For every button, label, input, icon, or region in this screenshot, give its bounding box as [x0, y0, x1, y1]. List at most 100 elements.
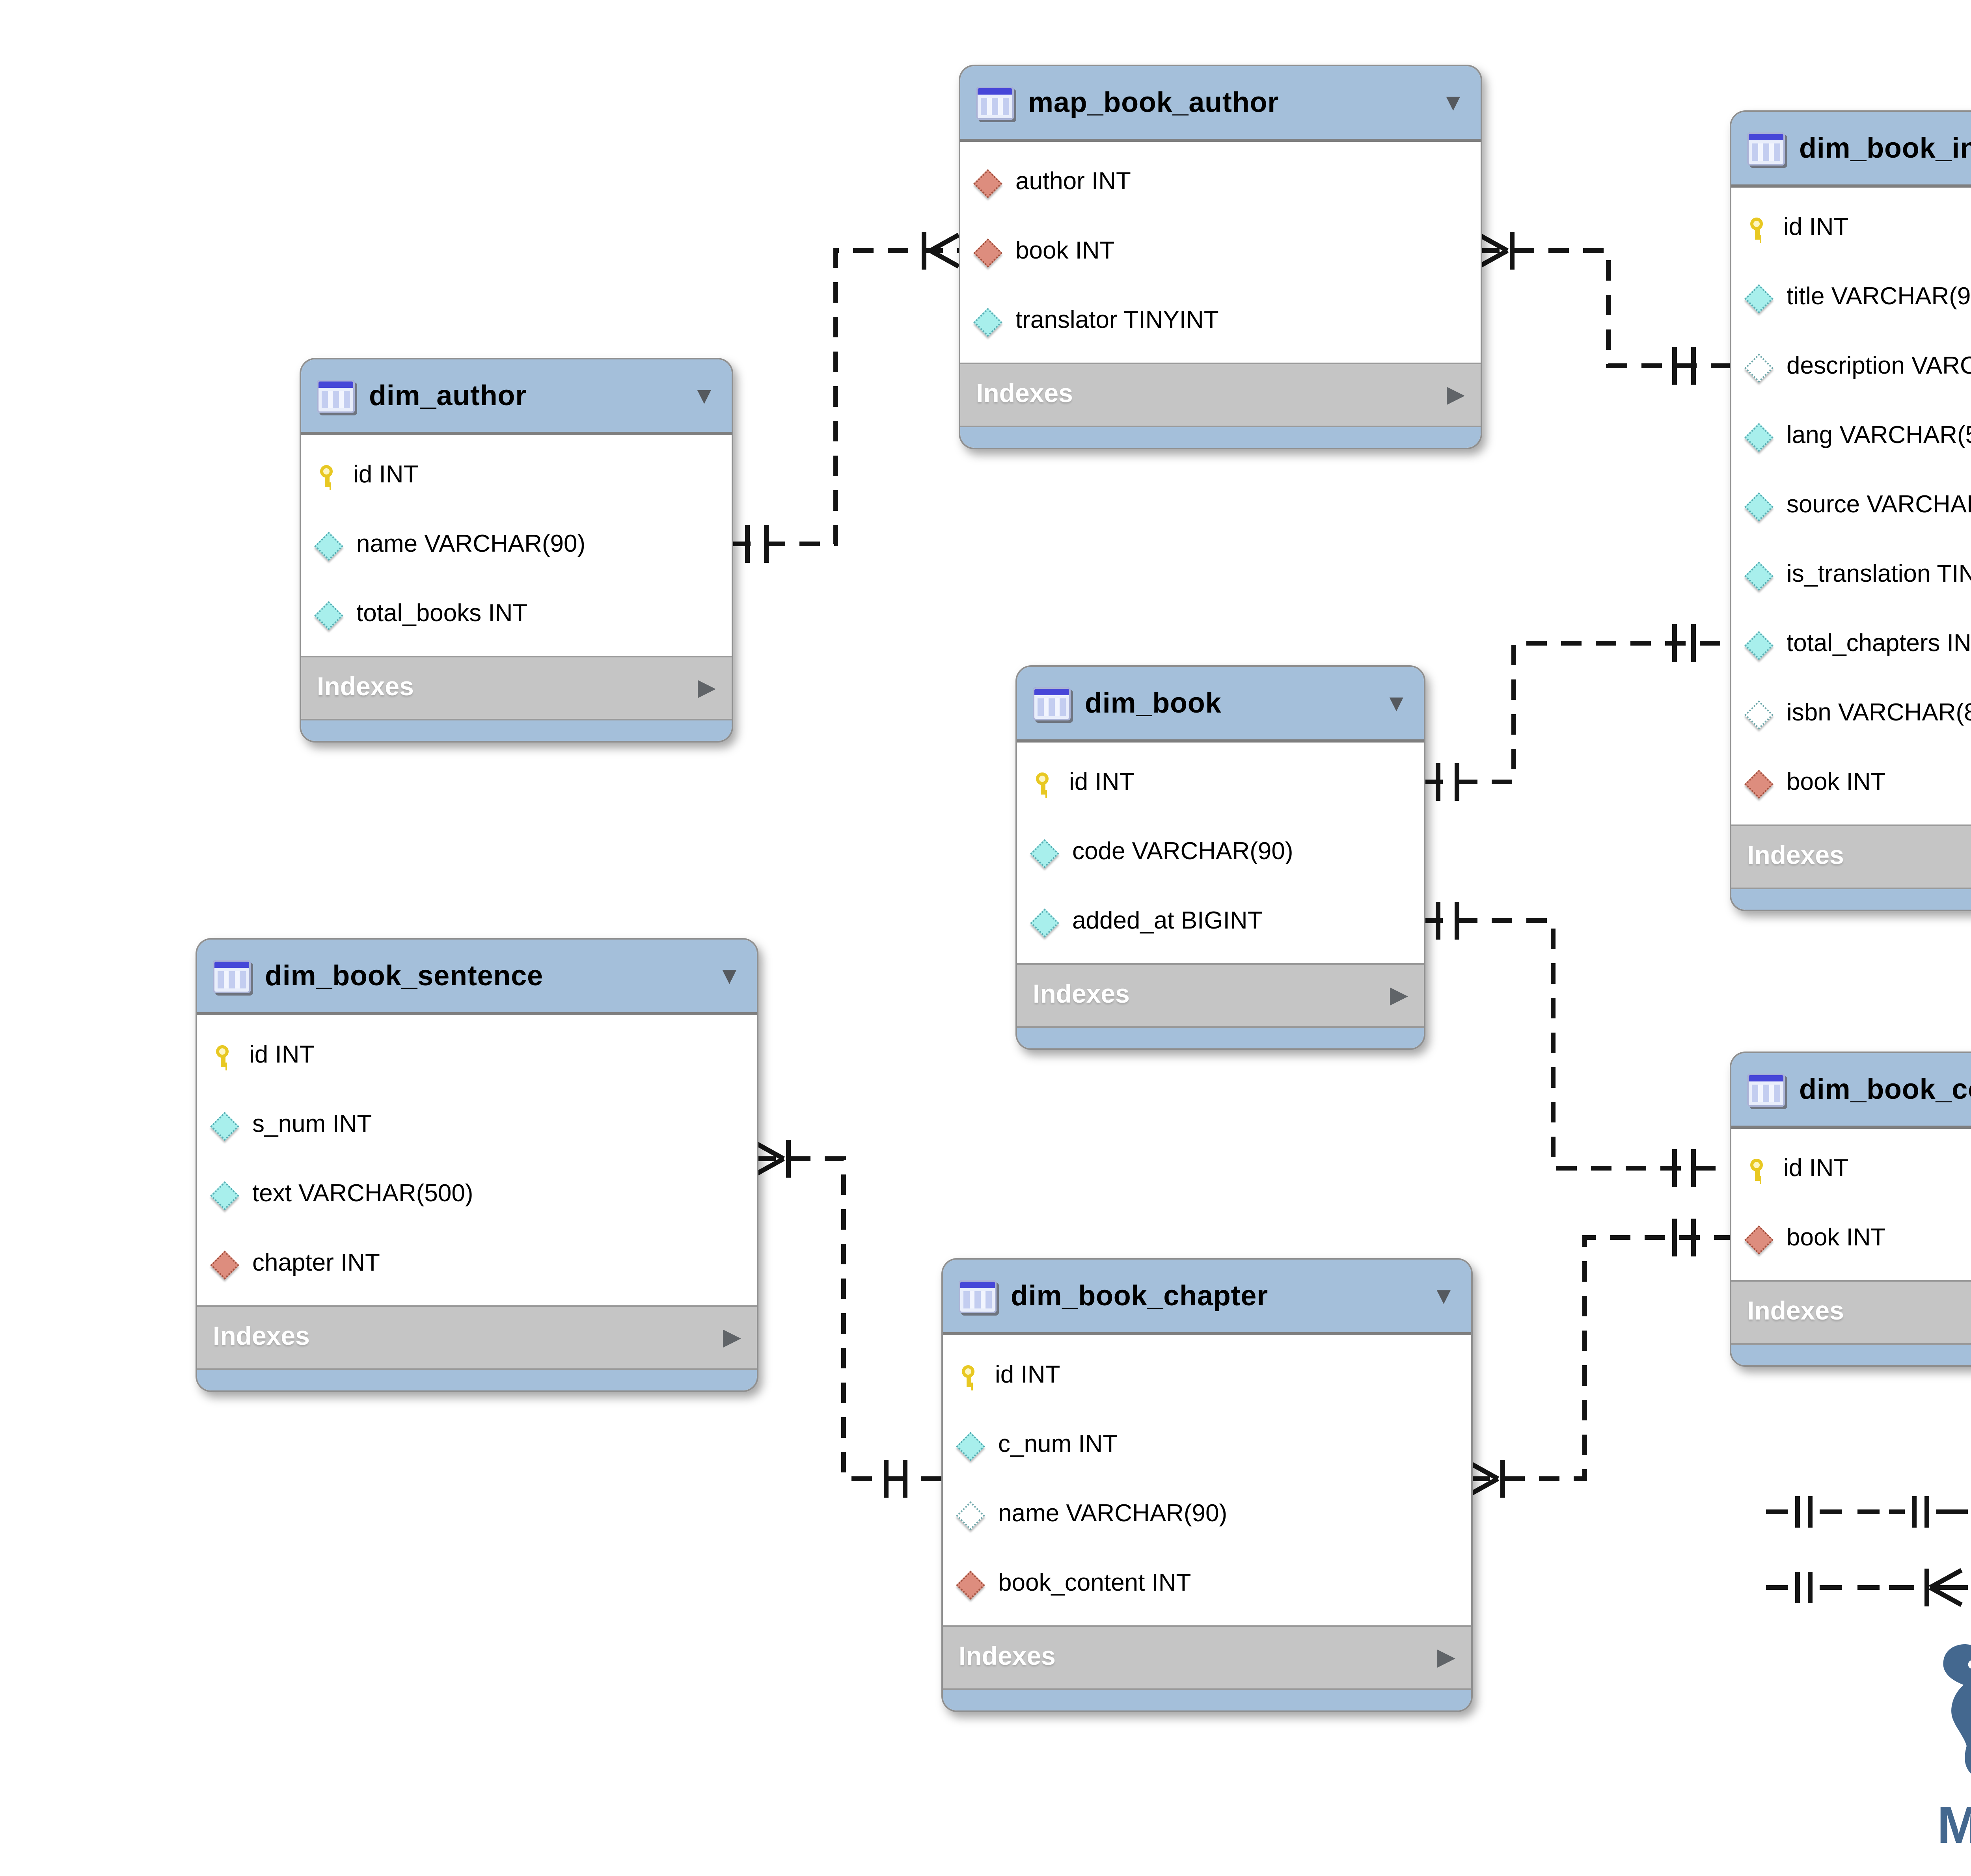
- field-row[interactable]: is_translation TINYINT: [1731, 541, 1971, 610]
- one-marker: [884, 1460, 907, 1498]
- collapse-arrow-icon[interactable]: ▼: [1384, 690, 1408, 717]
- table-icon: [1747, 1073, 1785, 1106]
- table-header[interactable]: dim_book_sentence ▼: [197, 940, 757, 1015]
- field-row[interactable]: source VARCHAR(90): [1731, 471, 1971, 541]
- expand-arrow-icon[interactable]: ▶: [1390, 982, 1408, 1009]
- field-row[interactable]: name VARCHAR(90): [943, 1480, 1471, 1550]
- primary-key-icon: [1747, 218, 1768, 240]
- relationship-map_book_author-dim_book_info[interactable]: [1478, 232, 1730, 385]
- field-row[interactable]: id INT: [1731, 194, 1971, 263]
- field-row[interactable]: id INT: [1017, 749, 1424, 818]
- crow-foot-many-marker: [922, 232, 960, 270]
- field-row[interactable]: text VARCHAR(500): [197, 1160, 757, 1230]
- primary-key-icon: [213, 1045, 233, 1067]
- logo-my: My: [1937, 1796, 1971, 1854]
- crow-foot-many-marker: [1478, 232, 1515, 270]
- field-row[interactable]: author INT: [960, 148, 1481, 218]
- indexes-bar[interactable]: Indexes ▶: [301, 656, 732, 719]
- field-row[interactable]: book INT: [1731, 749, 1971, 818]
- indexes-bar[interactable]: Indexes ▶: [197, 1305, 757, 1368]
- field-row[interactable]: name VARCHAR(90): [301, 511, 732, 580]
- table-map_book_author[interactable]: map_book_author ▼ author INT book INT tr…: [959, 65, 1482, 449]
- column-diamond-icon: [1744, 491, 1774, 521]
- field-row[interactable]: c_num INT: [943, 1411, 1471, 1480]
- table-header[interactable]: dim_book_chapter ▼: [943, 1260, 1471, 1335]
- table-dim_book_info[interactable]: dim_book_info ▼ id INT title VARCHAR(90)…: [1730, 110, 1971, 911]
- column-diamond-icon: [1030, 908, 1059, 937]
- indexes-bar[interactable]: Indexes ▶: [943, 1625, 1471, 1688]
- field-row[interactable]: total_books INT: [301, 580, 732, 650]
- field-row[interactable]: title VARCHAR(90): [1731, 263, 1971, 333]
- field-row[interactable]: total_chapters INT: [1731, 610, 1971, 679]
- primary-key-icon: [959, 1365, 979, 1387]
- table-title: dim_author: [369, 379, 527, 411]
- one-marker: [1672, 1219, 1696, 1256]
- field-row[interactable]: isbn VARCHAR(80): [1731, 679, 1971, 749]
- field-row[interactable]: code VARCHAR(90): [1017, 818, 1424, 888]
- primary-key-icon: [1747, 1159, 1768, 1181]
- indexes-bar[interactable]: Indexes ▶: [1731, 1280, 1971, 1343]
- collapse-arrow-icon[interactable]: ▼: [717, 962, 741, 989]
- column-diamond-icon: [1744, 422, 1774, 451]
- table-dim_book_sentence[interactable]: dim_book_sentence ▼ id INT s_num INT tex…: [196, 938, 758, 1392]
- table-dim_book[interactable]: dim_book ▼ id INT code VARCHAR(90) added…: [1015, 665, 1425, 1050]
- indexes-bar[interactable]: Indexes ▶: [1731, 824, 1971, 888]
- field-row[interactable]: id INT: [301, 441, 732, 511]
- table-title: dim_book: [1085, 687, 1222, 718]
- indexes-bar[interactable]: Indexes ▶: [960, 363, 1481, 426]
- expand-arrow-icon[interactable]: ▶: [697, 675, 716, 702]
- relationship-dim_author-map_book_author[interactable]: [730, 232, 960, 563]
- collapse-arrow-icon[interactable]: ▼: [1441, 89, 1465, 116]
- nullable-column-diamond-icon: [956, 1500, 985, 1530]
- foreign-key-diamond-icon: [973, 168, 1002, 197]
- mysql-dolphin-icon: [1943, 1644, 1971, 1774]
- field-row[interactable]: id INT: [197, 1022, 757, 1091]
- field-row[interactable]: description VARCHAR(200): [1731, 333, 1971, 402]
- table-header[interactable]: dim_book_content ▼: [1731, 1053, 1971, 1129]
- table-dim_author[interactable]: dim_author ▼ id INT name VARCHAR(90) tot…: [300, 358, 733, 743]
- table-header[interactable]: dim_author ▼: [301, 359, 732, 435]
- field-row[interactable]: s_num INT: [197, 1091, 757, 1160]
- field-row[interactable]: added_at BIGINT: [1017, 888, 1424, 957]
- field-row[interactable]: book_content INT: [943, 1550, 1471, 1619]
- relationship-dim_book-dim_book_info[interactable]: [1422, 624, 1730, 801]
- field-row[interactable]: id INT: [1731, 1135, 1971, 1204]
- expand-arrow-icon[interactable]: ▶: [1437, 1644, 1455, 1671]
- column-diamond-icon: [210, 1180, 239, 1210]
- table-header[interactable]: dim_book_info ▼: [1731, 112, 1971, 188]
- table-icon: [317, 379, 355, 412]
- relationship-dim_book-dim_book_content[interactable]: [1422, 902, 1730, 1187]
- field-row[interactable]: translator TINYINT: [960, 287, 1481, 356]
- dolphin-eye: [1968, 1660, 1971, 1669]
- legend-one-to-one: One to One Mapping: [1763, 1491, 1971, 1532]
- column-diamond-icon: [1744, 561, 1774, 590]
- mysql-logo: MySQL®: [1889, 1643, 1971, 1851]
- collapse-arrow-icon[interactable]: ▼: [1432, 1282, 1455, 1309]
- field-row[interactable]: chapter INT: [197, 1230, 757, 1299]
- field-row[interactable]: lang VARCHAR(5): [1731, 402, 1971, 471]
- indexes-bar[interactable]: Indexes ▶: [1017, 963, 1424, 1026]
- expand-arrow-icon[interactable]: ▶: [1446, 382, 1465, 408]
- table-header[interactable]: dim_book ▼: [1017, 667, 1424, 743]
- column-diamond-icon: [1744, 283, 1774, 313]
- table-dim_book_chapter[interactable]: dim_book_chapter ▼ id INT c_num INT name…: [941, 1258, 1473, 1712]
- foreign-key-diamond-icon: [1744, 1225, 1774, 1254]
- field-row[interactable]: book INT: [1731, 1204, 1971, 1274]
- one-marker: [1672, 1149, 1696, 1187]
- nullable-column-diamond-icon: [1744, 353, 1774, 382]
- one-marker: [1436, 763, 1459, 801]
- foreign-key-diamond-icon: [210, 1250, 239, 1279]
- field-row[interactable]: id INT: [943, 1342, 1471, 1411]
- column-diamond-icon: [1744, 630, 1774, 659]
- column-diamond-icon: [210, 1111, 239, 1140]
- expand-arrow-icon[interactable]: ▶: [723, 1324, 741, 1351]
- collapse-arrow-icon[interactable]: ▼: [692, 382, 716, 409]
- table-icon: [976, 86, 1014, 119]
- field-row[interactable]: book INT: [960, 218, 1481, 287]
- column-diamond-icon: [973, 307, 1002, 336]
- table-dim_book_content[interactable]: dim_book_content ▼ id INT book INT Index…: [1730, 1052, 1971, 1367]
- table-footer: [301, 719, 732, 741]
- table-header[interactable]: map_book_author ▼: [960, 66, 1481, 142]
- relationship-dim_book_sentence-dim_book_chapter[interactable]: [754, 1140, 941, 1498]
- relationship-dim_book_chapter-dim_book_content[interactable]: [1468, 1219, 1730, 1498]
